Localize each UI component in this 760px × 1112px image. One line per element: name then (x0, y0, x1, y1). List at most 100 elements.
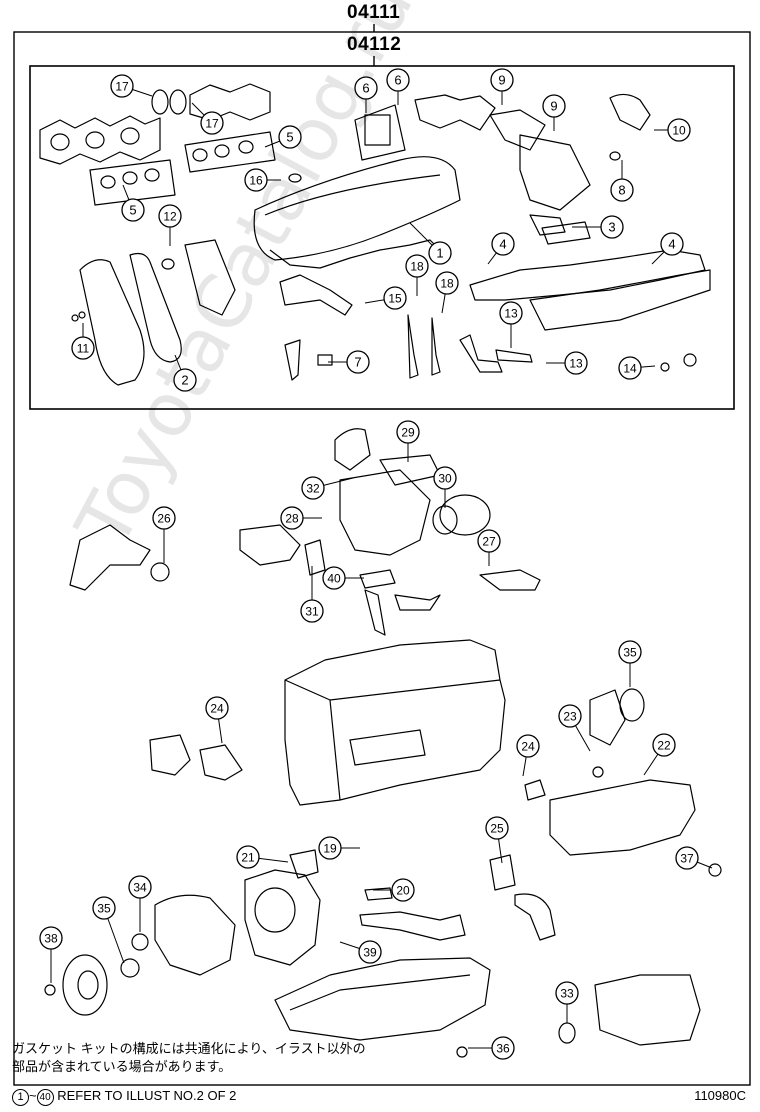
footer-refer: 1~40 REFER TO ILLUST NO.2 OF 2 (12, 1088, 236, 1106)
callout-number: 9 (550, 99, 557, 114)
callout-number: 16 (249, 174, 263, 188)
callout-number: 3 (608, 220, 615, 235)
callout-circle (618, 640, 642, 664)
callout-number: 38 (44, 932, 58, 946)
callout-circle (354, 76, 378, 100)
callout-circle (391, 878, 415, 902)
callout-circle (236, 845, 260, 869)
callout-circle (173, 368, 197, 392)
callout-number: 28 (285, 512, 299, 526)
callout-circle (396, 420, 420, 444)
callout-number: 29 (401, 426, 415, 440)
note-line-1: ガスケット キットの構成には共通化により、イラスト以外の (12, 1041, 366, 1056)
callout-circle (152, 506, 176, 530)
callout-number: 36 (496, 1042, 510, 1056)
callout-number: 18 (410, 260, 424, 274)
callout-circle (490, 68, 514, 92)
callout-circle (346, 350, 370, 374)
callout-number: 13 (504, 307, 518, 321)
callout-number: 24 (210, 702, 224, 716)
callout-circle (322, 566, 346, 590)
callout-number: 23 (563, 710, 577, 724)
callout-number: 27 (482, 535, 496, 549)
callout-circle (383, 286, 407, 310)
callout-number: 40 (327, 572, 341, 586)
callout-circle (435, 271, 459, 295)
callout-circle (301, 476, 325, 500)
callout-number: 10 (672, 124, 686, 138)
callout-circle (652, 733, 676, 757)
callout-circle (318, 836, 342, 860)
callout-number: 17 (205, 117, 219, 131)
illustration-id: 110980C (694, 1088, 746, 1103)
callout-number: 4 (499, 237, 506, 252)
callout-circle (358, 940, 382, 964)
callout-number: 25 (490, 822, 504, 836)
callout-number: 11 (77, 342, 90, 356)
header-inner-code: 04112 (347, 34, 402, 55)
callout-circle (542, 94, 566, 118)
callout-circle (491, 1036, 515, 1060)
callout-number: 4 (668, 237, 675, 252)
header-outer-code: 04111 (347, 2, 401, 23)
callout-number: 5 (129, 203, 136, 218)
callout-number: 26 (157, 512, 171, 526)
callout-circle (71, 336, 95, 360)
callout-circle (128, 875, 152, 899)
callout-circle (386, 68, 410, 92)
callout-number: 22 (657, 739, 671, 753)
callout-number: 15 (388, 292, 402, 306)
callout-circle (558, 704, 582, 728)
callout-number: 39 (363, 946, 377, 960)
callout-number: 33 (560, 987, 574, 1001)
callout-number: 37 (680, 852, 694, 866)
callout-circle (610, 178, 634, 202)
callout-circle (280, 506, 304, 530)
callout-number: 34 (133, 881, 147, 895)
callout-circle (618, 356, 642, 380)
callout-number: 5 (286, 130, 293, 145)
callout-number: 30 (438, 472, 452, 486)
callout-circle (600, 215, 624, 239)
callout-circle (244, 168, 268, 192)
callout-circle (428, 241, 452, 265)
callout-circle (205, 696, 229, 720)
callout-circle (477, 529, 501, 553)
callout-circle (667, 118, 691, 142)
callout-number: 20 (396, 884, 410, 898)
footer-range-end: 40 (36, 1089, 54, 1106)
note-line-2: 部品が含まれている場合があります。 (12, 1059, 232, 1074)
callout-circle (39, 926, 63, 950)
callout-number: 14 (623, 362, 637, 376)
callout-circle (278, 125, 302, 149)
footer-range-start: 1 (12, 1089, 29, 1106)
callout-circle (660, 232, 684, 256)
callout-circle (485, 816, 509, 840)
callout-circle (499, 301, 523, 325)
callout-circle (405, 254, 429, 278)
callout-number: 35 (623, 646, 637, 660)
frame-lines (13, 24, 751, 1086)
callout-number: 7 (354, 355, 361, 370)
callout-circle (555, 981, 579, 1005)
callout-number: 31 (305, 605, 319, 619)
callout-number: 2 (181, 373, 188, 388)
callout-number: 17 (115, 80, 129, 94)
callout-circle (200, 111, 224, 135)
callout-number: 12 (163, 210, 177, 224)
callout-number: 6 (394, 73, 401, 88)
callout-circle (300, 599, 324, 623)
callout-number: 21 (241, 851, 255, 865)
callout-circle (516, 734, 540, 758)
callout-circle (675, 846, 699, 870)
callout-number: 13 (569, 357, 583, 371)
callout-circle (121, 198, 145, 222)
callout-circle (92, 896, 116, 920)
callout-circle (564, 351, 588, 375)
callout-circle (491, 232, 515, 256)
callout-number: 9 (498, 73, 505, 88)
callout-number: 35 (97, 902, 111, 916)
callout-number: 1 (436, 246, 443, 261)
